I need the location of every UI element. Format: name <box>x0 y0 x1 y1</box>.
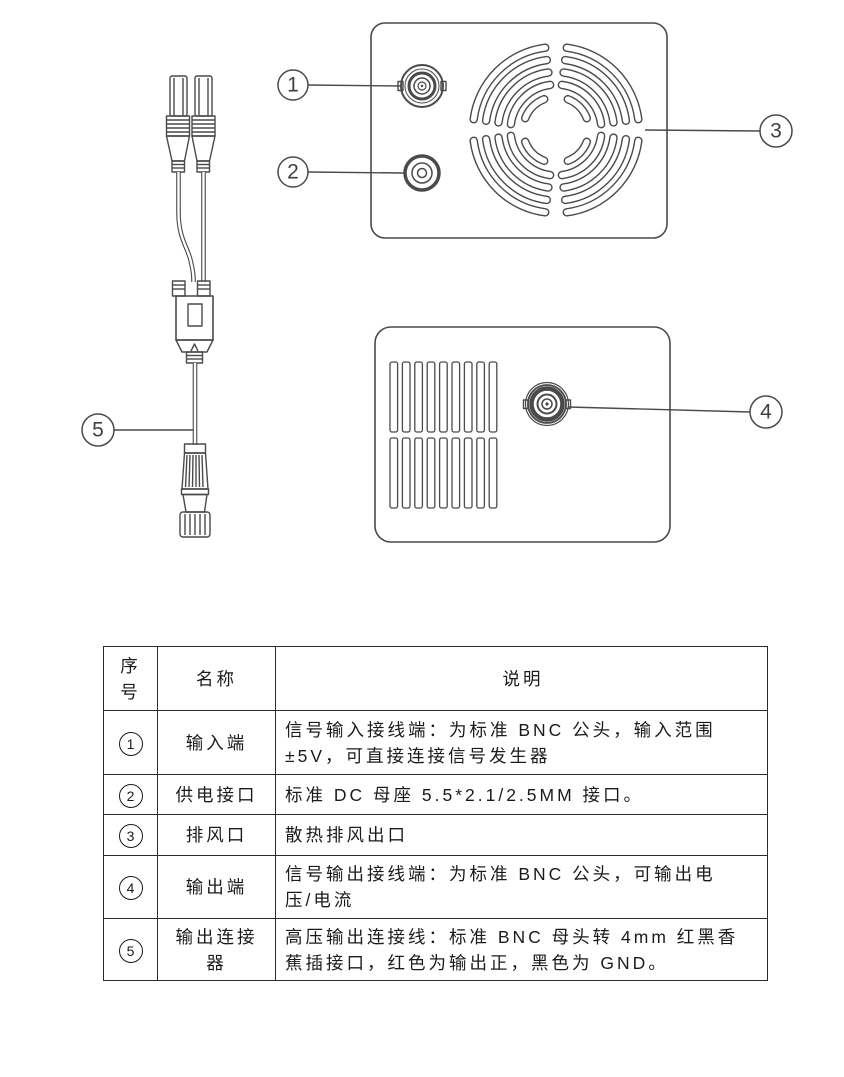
header-description: 说明 <box>275 646 768 711</box>
spec-table: 序 号 名称 说明 1 输入端 信号输入接线端：为标准 BNC 公头，输入范围 … <box>103 646 768 981</box>
circled-number: 2 <box>118 783 143 808</box>
callout-5-number: 5 <box>92 419 104 442</box>
callout-4: 4 <box>567 395 783 429</box>
row-description-cell: 高压输出连接线：标准 BNC 母头转 4mm 红黑香 蕉插接口，红色为输出正，黑… <box>275 918 768 981</box>
table-row: 1 输入端 信号输入接线端：为标准 BNC 公头，输入范围 ±5V，可直接连接信… <box>103 710 768 775</box>
callout-3-number: 3 <box>770 120 782 143</box>
device-figure: 1 2 3 4 5 <box>81 22 793 543</box>
row-name-cell: 输入端 <box>157 710 276 775</box>
callout-3: 3 <box>644 114 793 148</box>
table-row: 2 供电接口 标准 DC 母座 5.5*2.1/2.5MM 接口。 <box>103 774 768 815</box>
row-name-cell: 输出端 <box>157 855 276 919</box>
header-name: 名称 <box>157 646 276 711</box>
rear-panel-view <box>374 326 671 543</box>
output-cable-assembly <box>165 75 216 538</box>
cable-junction <box>171 280 214 364</box>
row-index-cell: 2 <box>103 774 158 815</box>
callout-1: 1 <box>277 69 402 101</box>
banana-plug-right <box>191 75 216 173</box>
dc-power-jack <box>403 154 441 192</box>
callout-1-number: 1 <box>287 74 299 97</box>
circled-number: 5 <box>118 938 143 963</box>
row-name-cell: 供电接口 <box>157 774 276 815</box>
table-row: 3 排风口 散热排风出口 <box>103 814 768 856</box>
banana-plug-left <box>165 75 191 173</box>
input-bnc-connector <box>397 64 447 108</box>
row-description-cell: 信号输出接线端：为标准 BNC 公头，可输出电 压/电流 <box>275 855 768 919</box>
cable-wires <box>176 172 206 283</box>
junction-label-window <box>187 303 203 327</box>
callout-2-number: 2 <box>287 161 299 184</box>
callout-5: 5 <box>81 413 193 447</box>
output-bnc-connector <box>522 381 572 427</box>
table-row: 5 输出连接 器 高压输出连接线：标准 BNC 母头转 4mm 红黑香 蕉插接口… <box>103 918 768 981</box>
table-header-row: 序 号 名称 说明 <box>103 646 768 711</box>
row-name-cell: 排风口 <box>157 814 276 856</box>
row-description-cell: 标准 DC 母座 5.5*2.1/2.5MM 接口。 <box>275 774 768 815</box>
row-index-cell: 5 <box>103 918 158 981</box>
header-index: 序 号 <box>103 646 158 711</box>
row-description-cell: 信号输入接线端：为标准 BNC 公头，输入范围 ±5V，可直接连接信号发生器 <box>275 710 768 775</box>
bnc-female-connector <box>179 443 211 538</box>
circled-number: 1 <box>118 731 143 756</box>
vent-slots <box>389 361 498 509</box>
table-row: 4 输出端 信号输出接线端：为标准 BNC 公头，可输出电 压/电流 <box>103 855 768 919</box>
callout-2: 2 <box>277 156 406 188</box>
front-panel-view <box>370 22 668 239</box>
row-description-cell: 散热排风出口 <box>275 814 768 856</box>
row-index-cell: 3 <box>103 814 158 856</box>
fan-grille <box>469 43 643 217</box>
circled-number: 4 <box>118 876 143 900</box>
row-name-cell: 输出连接 器 <box>157 918 276 981</box>
callout-4-number: 4 <box>760 401 772 424</box>
row-index-cell: 1 <box>103 710 158 775</box>
circled-number: 3 <box>118 824 143 848</box>
row-index-cell: 4 <box>103 855 158 919</box>
